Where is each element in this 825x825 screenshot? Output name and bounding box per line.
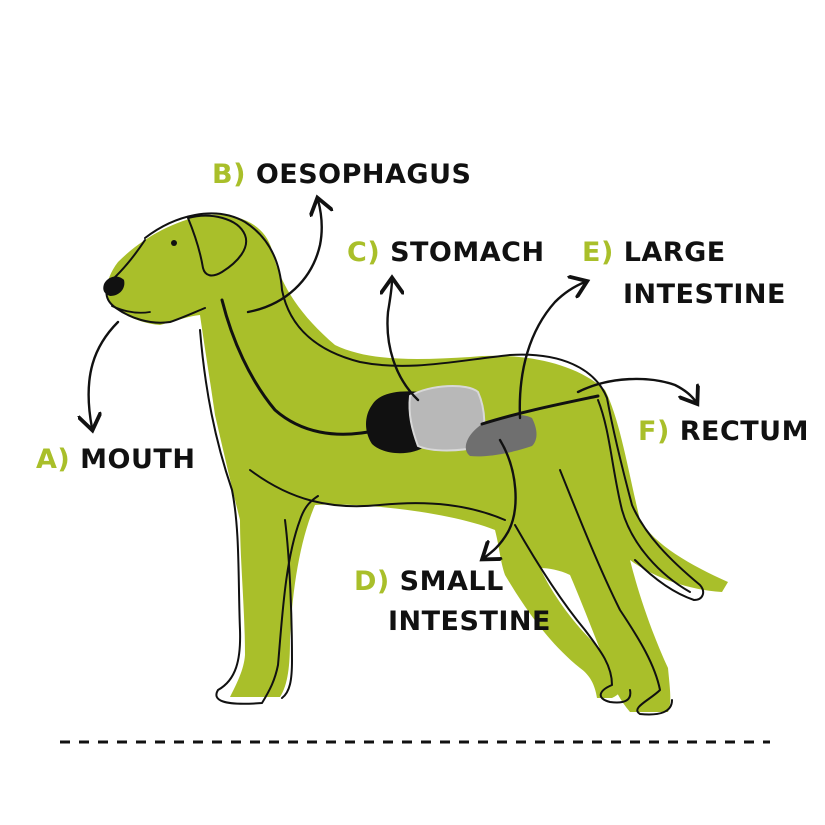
label-small-intestine-line1: SMALL (399, 566, 504, 597)
dog-eye-icon (171, 240, 177, 246)
dog-outline (144, 212, 705, 601)
arrow-stomach (387, 280, 420, 402)
label-stomach-text: STOMACH (390, 237, 545, 268)
label-rectum: F) RECTUM (638, 412, 809, 452)
dog-hind-leg-outline (514, 469, 673, 716)
label-rectum-text: RECTUM (679, 416, 809, 447)
label-small-intestine-letter: D) (354, 566, 390, 597)
arrow-mouth (89, 320, 120, 428)
dog-mouth-line (111, 305, 151, 314)
label-rectum-letter: F) (638, 416, 670, 447)
label-large-intestine: E) LARGE (582, 233, 726, 273)
label-stomach-letter: C) (347, 237, 381, 268)
dog-nose-icon (103, 276, 125, 296)
arrow-rectum (576, 377, 696, 402)
dog-body-fill (106, 214, 729, 712)
large-intestine-shape (465, 415, 537, 457)
label-stomach: C) STOMACH (347, 233, 545, 273)
label-oesophagus: B) OESOPHAGUS (212, 155, 471, 195)
arrow-oesophagus (246, 200, 322, 314)
dog-front-leg-outline (199, 329, 319, 705)
rectum-tube (480, 394, 600, 426)
arrow-large-intestine (518, 282, 585, 420)
label-large-intestine-letter: E) (582, 237, 614, 268)
label-small-intestine: D) SMALL (354, 562, 504, 602)
label-small-intestine-line2: INTESTINE (388, 606, 551, 637)
label-mouth: A) MOUTH (36, 440, 195, 480)
label-mouth-text: MOUTH (80, 444, 196, 475)
label-large-intestine-2: INTESTINE (623, 275, 786, 315)
dog-tail-outline (597, 399, 691, 593)
dog-ear (187, 214, 248, 277)
dog-belly-outline (249, 469, 506, 521)
label-mouth-letter: A) (36, 444, 71, 475)
oesophagus-tube (220, 298, 380, 436)
label-large-intestine-line1: LARGE (623, 237, 726, 268)
label-small-intestine-2: INTESTINE (388, 602, 551, 642)
dog-front-leg2-outline (281, 519, 294, 699)
label-oesophagus-letter: B) (212, 159, 246, 190)
label-large-intestine-line2: INTESTINE (623, 279, 786, 310)
arrow-small-intestine (484, 438, 517, 558)
label-oesophagus-text: OESOPHAGUS (255, 159, 472, 190)
